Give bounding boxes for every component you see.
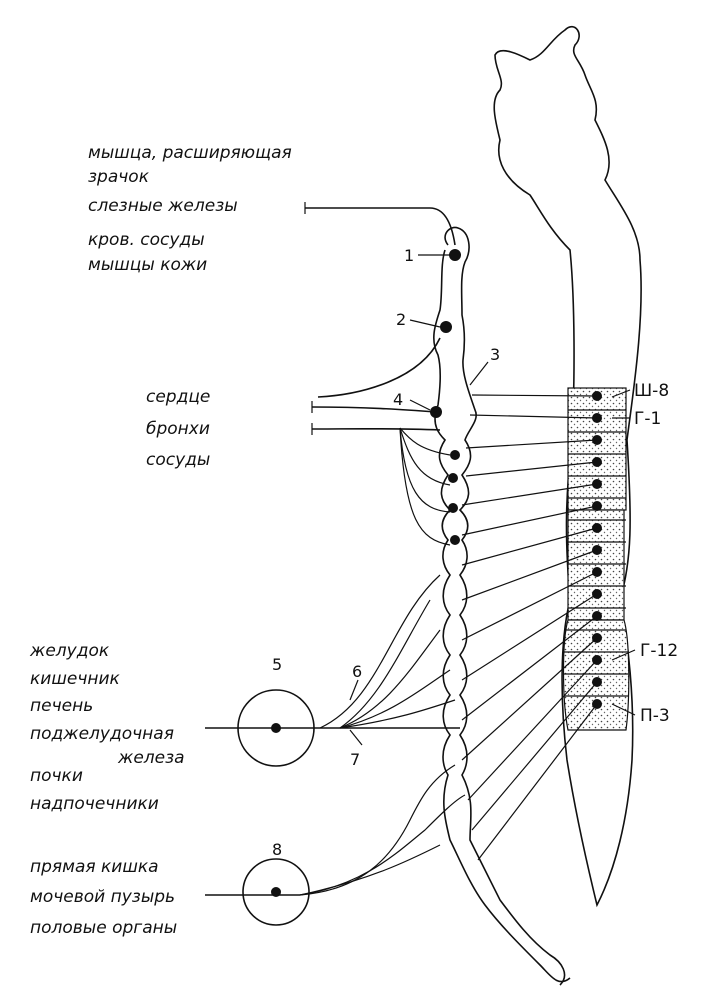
abdominal-fibers <box>205 574 460 729</box>
number-4: 4 <box>393 390 403 409</box>
label-skin-muscles: мышцы кожи <box>88 255 207 275</box>
ganglion-5 <box>237 689 315 767</box>
label-bronchi: бронхи <box>146 419 210 439</box>
number-5: 5 <box>272 655 282 674</box>
trunk-ganglia <box>430 249 461 545</box>
label-gland: железа <box>117 748 185 768</box>
label-kidneys: почки <box>30 766 83 786</box>
label-pupil: зрачок <box>88 167 150 187</box>
number-7: 7 <box>350 750 360 769</box>
number-3: 3 <box>490 345 500 364</box>
number-2: 2 <box>396 310 406 329</box>
number-1: 1 <box>404 246 414 265</box>
number-6: 6 <box>352 662 362 681</box>
head-silhouette <box>493 25 642 908</box>
label-stomach: желудок <box>29 641 110 661</box>
sympathetic-trunk <box>433 226 571 986</box>
label-bladder: мочевой пузырь <box>30 887 175 907</box>
preganglionic-fibers <box>461 394 598 861</box>
ganglion-8 <box>242 858 310 926</box>
label-dilator-muscle: мышца, расширяющая <box>88 143 292 163</box>
label-genitals: половые органы <box>30 918 177 938</box>
label-pancreatic: поджелудочная <box>30 724 174 744</box>
segment-label-c8: Ш-8 <box>634 381 669 401</box>
chest-efferents <box>311 401 451 546</box>
segment-label-l3: П-3 <box>640 706 670 726</box>
label-intestine: кишечник <box>30 669 121 689</box>
label-rectum: прямая кишка <box>30 857 159 877</box>
label-vessels: сосуды <box>146 450 210 470</box>
pelvic-fibers <box>205 764 466 896</box>
leader-lines <box>349 254 636 746</box>
segment-label-t12: Г-12 <box>640 641 678 661</box>
number-8: 8 <box>272 840 282 859</box>
label-lacrimal-glands: слезные железы <box>88 196 238 216</box>
label-adrenal-glands: надпочечники <box>30 794 159 814</box>
label-heart: сердце <box>146 387 210 407</box>
label-liver: печень <box>30 696 93 716</box>
segment-label-t1: Г-1 <box>634 409 661 429</box>
head-efferents <box>304 202 456 398</box>
label-blood-vessels: кров. сосуды <box>88 230 205 250</box>
